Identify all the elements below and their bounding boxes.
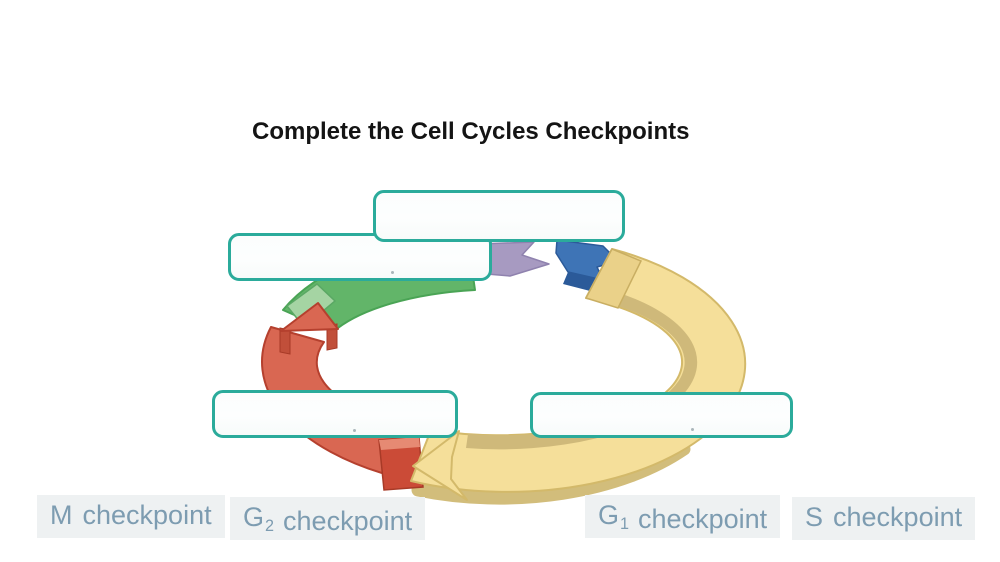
g1-phase-arc-start-cap xyxy=(584,248,643,309)
word-bank-g1-checkpoint[interactable]: G1 checkpoint xyxy=(585,495,781,538)
answer-box-lower-left[interactable] xyxy=(212,390,458,438)
page-title: Complete the Cell Cycles Checkpoints xyxy=(252,118,690,145)
answer-box-top-center[interactable] xyxy=(373,190,625,242)
word-bank-m-prefix: M xyxy=(50,500,73,530)
word-bank-g1-prefix: G xyxy=(598,500,620,530)
answer-box-lower-left-value xyxy=(215,393,455,417)
word-bank-s-suffix: checkpoint xyxy=(833,502,963,532)
word-bank-g1-sub: 1 xyxy=(620,514,630,533)
word-bank-m-suffix: checkpoint xyxy=(82,500,212,530)
answer-box-lower-right[interactable] xyxy=(530,392,793,438)
answer-box-top-center-value xyxy=(376,193,622,217)
m-phase-arrowhead-icon xyxy=(280,302,339,332)
answer-box-lower-right-value xyxy=(533,395,790,419)
word-bank-g2-sub: 2 xyxy=(265,516,275,535)
word-bank-g2-suffix: checkpoint xyxy=(283,506,413,536)
word-bank-g2-prefix: G xyxy=(243,502,265,532)
word-bank-g2-checkpoint[interactable]: G2 checkpoint xyxy=(230,497,426,540)
g1-arc-underside xyxy=(411,442,691,505)
word-bank-g1-suffix: checkpoint xyxy=(638,504,768,534)
word-bank-s-prefix: S xyxy=(805,502,824,532)
m-phase-arc-end-cap-highlight xyxy=(379,437,420,450)
